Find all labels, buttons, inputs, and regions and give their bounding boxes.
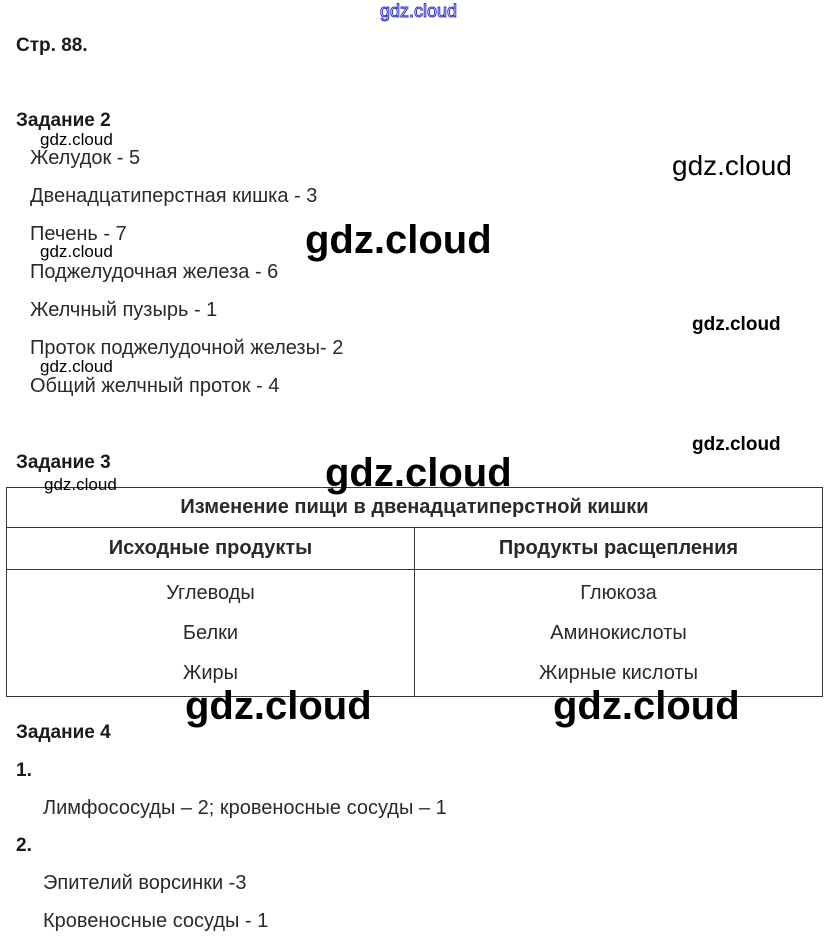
list-item: Печень - 7 (30, 223, 127, 245)
part-number: 2. (16, 835, 32, 856)
list-item: Желудок - 5 (30, 147, 141, 169)
digestion-table: Изменение пищи в двенадцатиперстной кишк… (6, 487, 823, 697)
task4-heading: Задание 4 (16, 722, 111, 743)
task2-heading: Задание 2 (16, 110, 111, 131)
watermark: gdz.cloud (379, 1, 458, 22)
answer-line: Эпителий ворсинки -3 (43, 872, 247, 894)
table-cell: Жирные кислоты (414, 653, 823, 697)
part-number: 1. (16, 760, 32, 781)
table-cell: Жиры (6, 653, 415, 697)
list-item: Проток поджелудочной железы- 2 (30, 337, 344, 359)
watermark: gdz.cloud (305, 218, 492, 262)
list-item: Двенадцатиперстная кишка - 3 (30, 185, 318, 207)
watermark: gdz.cloud (40, 242, 113, 261)
watermark: gdz.cloud (325, 451, 512, 495)
column-header: Продукты расщепления (414, 527, 823, 570)
watermark: gdz.cloud (40, 357, 113, 376)
page-label: Стр. 88. (16, 35, 88, 56)
table-cell: Аминокислоты (414, 613, 823, 653)
answer-line: Лимфососуды – 2; кровеносные сосуды – 1 (43, 797, 447, 819)
table-row: Белки Аминокислоты (6, 613, 823, 653)
list-item: Общий желчный проток - 4 (30, 375, 280, 397)
answer-line: Кровеносные сосуды - 1 (43, 910, 269, 932)
watermark: gdz.cloud (672, 150, 792, 181)
watermark: gdz.cloud (692, 314, 781, 335)
watermark: gdz.cloud (553, 684, 740, 728)
column-header: Исходные продукты (6, 527, 415, 570)
table-title: Изменение пищи в двенадцатиперстной кишк… (6, 487, 823, 528)
watermark: gdz.cloud (40, 130, 113, 149)
table-row: Жиры Жирные кислоты (6, 653, 823, 697)
list-item: Желчный пузырь - 1 (30, 299, 218, 321)
watermark: gdz.cloud (692, 434, 781, 455)
watermark: gdz.cloud (44, 475, 117, 494)
task3-heading: Задание 3 (16, 452, 111, 473)
table-row: Углеводы Глюкоза (6, 569, 823, 613)
table-cell: Белки (6, 613, 415, 653)
table-cell: Глюкоза (414, 569, 823, 613)
watermark: gdz.cloud (185, 684, 372, 728)
list-item: Поджелудочная железа - 6 (30, 261, 279, 283)
table-cell: Углеводы (6, 569, 415, 613)
